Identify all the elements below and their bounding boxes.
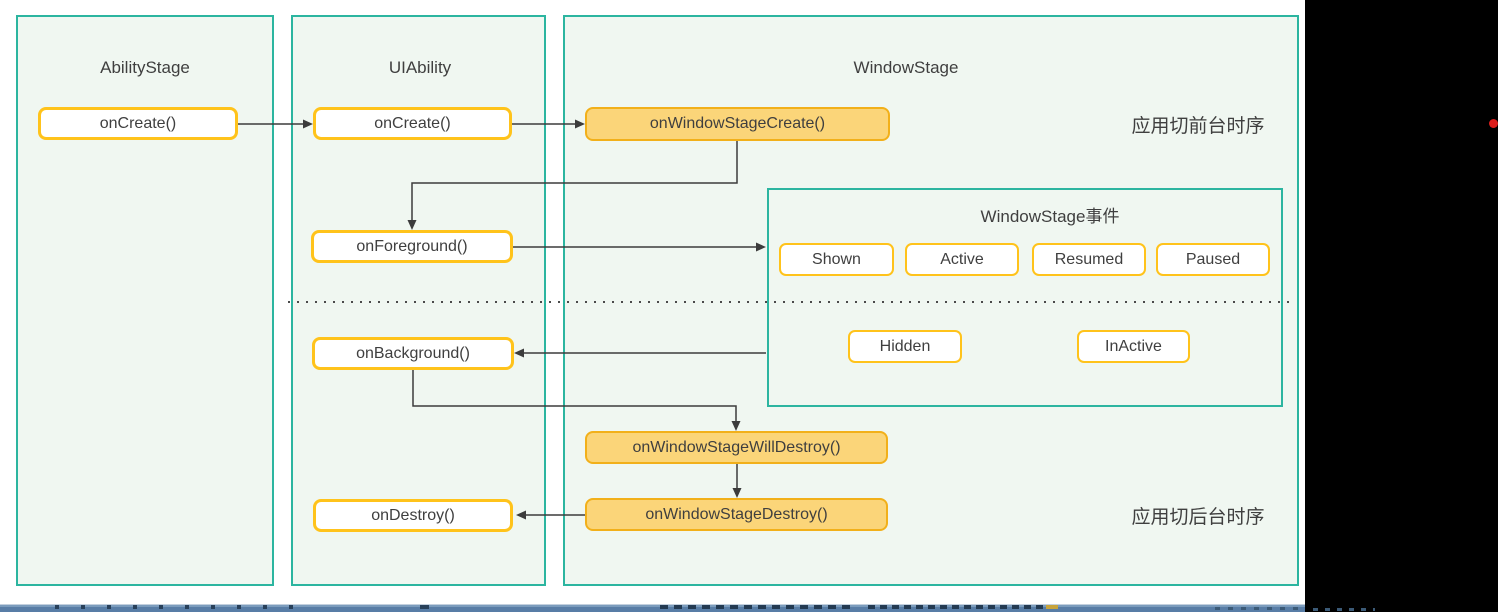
node-uiability-oncreate: onCreate() [313, 107, 512, 140]
windowstage-events-panel-title: WindowStage事件 [980, 207, 1120, 226]
event-chip-resumed: Resumed [1032, 243, 1146, 276]
node-onwindowstagecreate: onWindowStageCreate() [585, 107, 890, 141]
node-onbackground: onBackground() [312, 337, 514, 370]
taskbar-highlight-mark [1046, 605, 1058, 609]
event-chip-paused: Paused [1156, 243, 1270, 276]
taskbar-text-marks [868, 605, 1046, 609]
record-indicator-dot-icon [1489, 119, 1498, 128]
node-onwindowstagewilldestroy: onWindowStageWillDestroy() [585, 431, 888, 464]
event-chip-inactive: InActive [1077, 330, 1190, 363]
lane-title-uiability: UIAbility [388, 58, 452, 77]
taskbar-text-marks [55, 605, 305, 609]
foreground-background-divider [288, 301, 1295, 303]
event-chip-shown: Shown [779, 243, 894, 276]
node-onforeground: onForeground() [311, 230, 513, 263]
black-side-region [1305, 0, 1498, 612]
lane-abilitystage [16, 15, 274, 586]
event-chip-active: Active [905, 243, 1019, 276]
node-abilitystage-oncreate: onCreate() [38, 107, 238, 140]
lane-title-abilitystage: AbilityStage [100, 58, 190, 77]
node-onwindowstagedestroy: onWindowStageDestroy() [585, 498, 888, 531]
bottom-taskbar-sliver [0, 604, 1305, 612]
windowstage-events-panel [767, 188, 1283, 407]
node-ondestroy: onDestroy() [313, 499, 513, 532]
label-foreground-sequence: 应用切前台时序 [1131, 116, 1265, 137]
label-background-sequence: 应用切后台时序 [1131, 507, 1265, 528]
event-chip-hidden: Hidden [848, 330, 962, 363]
taskbar-text-marks [660, 605, 850, 609]
taskbar-text-mark [420, 605, 429, 609]
lane-title-windowstage: WindowStage [853, 58, 959, 77]
taskbar-text-marks [1215, 607, 1303, 610]
taskbar-marks-in-black-region [1313, 608, 1375, 611]
